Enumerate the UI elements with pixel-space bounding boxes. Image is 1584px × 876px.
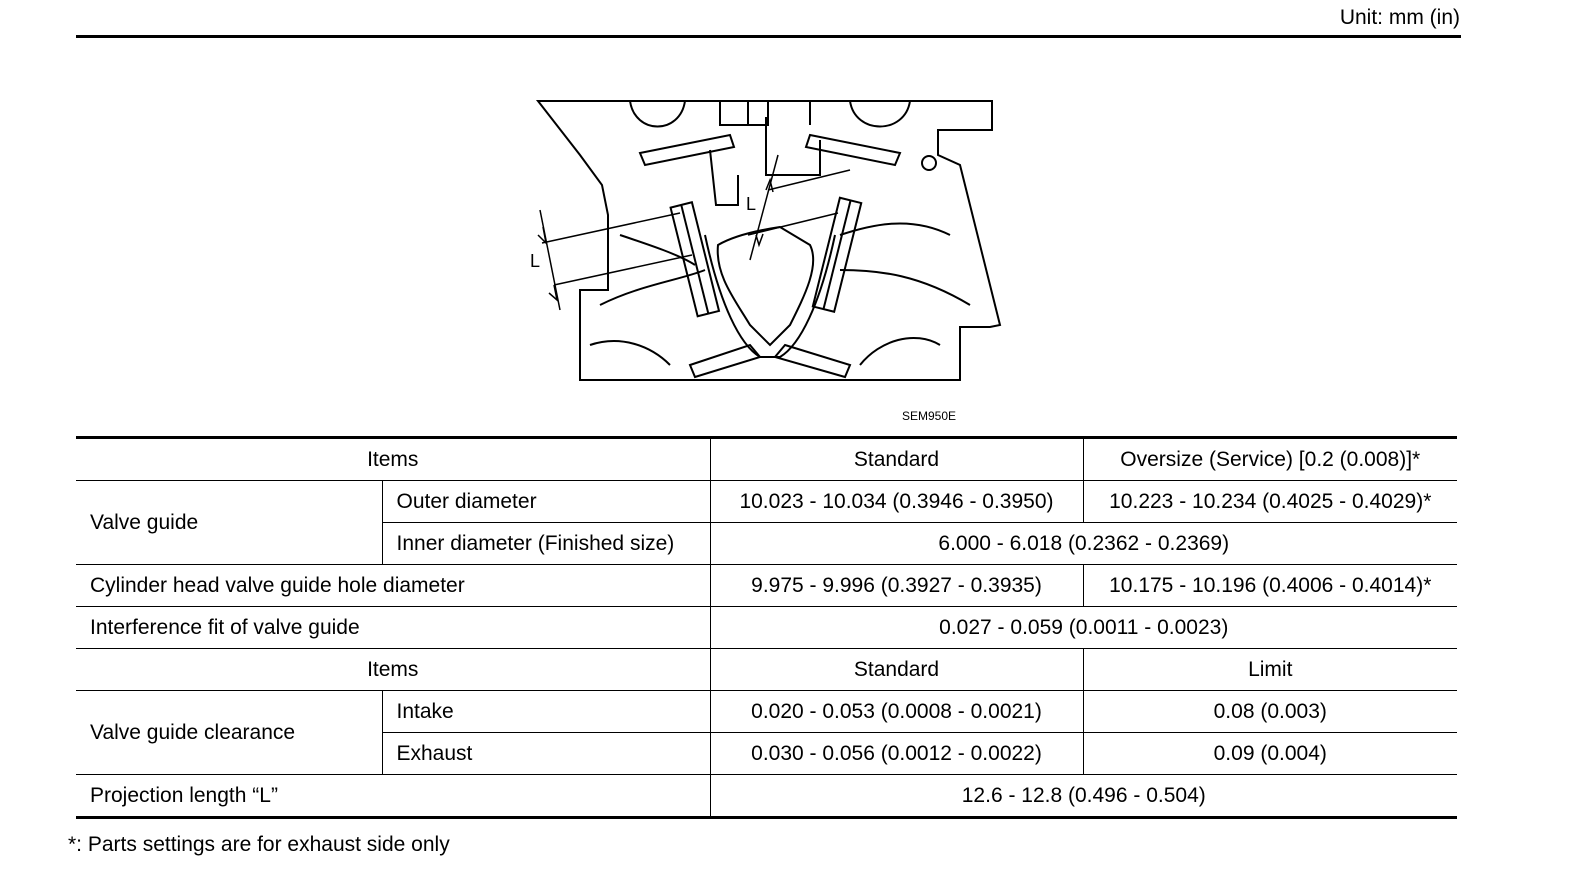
table-row: Projection length “L” 12.6 - 12.8 (0.496… — [76, 774, 1457, 819]
intake-standard: 0.020 - 0.053 (0.0008 - 0.0021) — [709, 690, 1084, 733]
table-row: Inner diameter (Finished size) 6.000 - 6… — [76, 522, 1457, 565]
outer-diameter-standard: 10.023 - 10.034 (0.3946 - 0.3950) — [709, 480, 1084, 523]
table-header-row: Items Standard Limit — [76, 648, 1457, 691]
outer-diameter-label: Outer diameter — [381, 480, 711, 523]
cylinder-head-cross-section-figure: L L — [530, 100, 1002, 381]
inner-diameter-label: Inner diameter (Finished size) — [382, 522, 711, 565]
inner-diameter-value: 6.000 - 6.018 (0.2362 - 0.2369) — [709, 522, 1457, 565]
intake-limit: 0.08 (0.003) — [1082, 690, 1457, 733]
projection-label: Projection length “L” — [76, 774, 711, 819]
items-header-2: Items — [76, 648, 711, 691]
clearance-label: Valve guide clearance — [76, 690, 383, 775]
footnote: *: Parts settings are for exhaust side o… — [68, 833, 450, 856]
hole-diameter-oversize: 10.175 - 10.196 (0.4006 - 0.4014)* — [1082, 564, 1457, 607]
dimension-label-left: L — [530, 251, 540, 271]
hole-diameter-label: Cylinder head valve guide hole diameter — [76, 564, 711, 607]
items-header: Items — [76, 436, 711, 481]
valve-guide-spec-table: Items Standard Oversize (Service) [0.2 (… — [76, 436, 1457, 819]
limit-header: Limit — [1082, 648, 1457, 691]
unit-label: Unit: mm (in) — [1339, 6, 1460, 29]
dimension-label-right: L — [746, 194, 756, 214]
valve-guide-label: Valve guide — [76, 480, 383, 565]
standard-header-2: Standard — [709, 648, 1084, 691]
projection-value: 12.6 - 12.8 (0.496 - 0.504) — [709, 774, 1457, 819]
exhaust-limit: 0.09 (0.004) — [1082, 732, 1457, 775]
interference-fit-label: Interference fit of valve guide — [76, 606, 711, 649]
exhaust-standard: 0.030 - 0.056 (0.0012 - 0.0022) — [709, 732, 1084, 775]
table-row: Valve guide clearance Intake 0.020 - 0.0… — [76, 690, 1457, 775]
oversize-header: Oversize (Service) [0.2 (0.008)]* — [1082, 436, 1457, 481]
exhaust-label: Exhaust — [382, 732, 711, 775]
intake-label: Intake — [381, 690, 711, 733]
hole-diameter-standard: 9.975 - 9.996 (0.3927 - 0.3935) — [709, 564, 1084, 607]
outer-diameter-oversize: 10.223 - 10.234 (0.4025 - 0.4029)* — [1082, 480, 1457, 523]
table-row: Cylinder head valve guide hole diameter … — [76, 564, 1457, 607]
table-header-row: Items Standard Oversize (Service) [0.2 (… — [76, 436, 1457, 481]
interference-fit-value: 0.027 - 0.059 (0.0011 - 0.0023) — [709, 606, 1457, 649]
top-rule — [76, 35, 1461, 38]
table-row: Interference fit of valve guide 0.027 - … — [76, 606, 1457, 649]
standard-header: Standard — [709, 436, 1084, 481]
table-row: Valve guide Outer diameter 10.023 - 10.0… — [76, 480, 1457, 565]
figure-code: SEM950E — [902, 409, 957, 423]
